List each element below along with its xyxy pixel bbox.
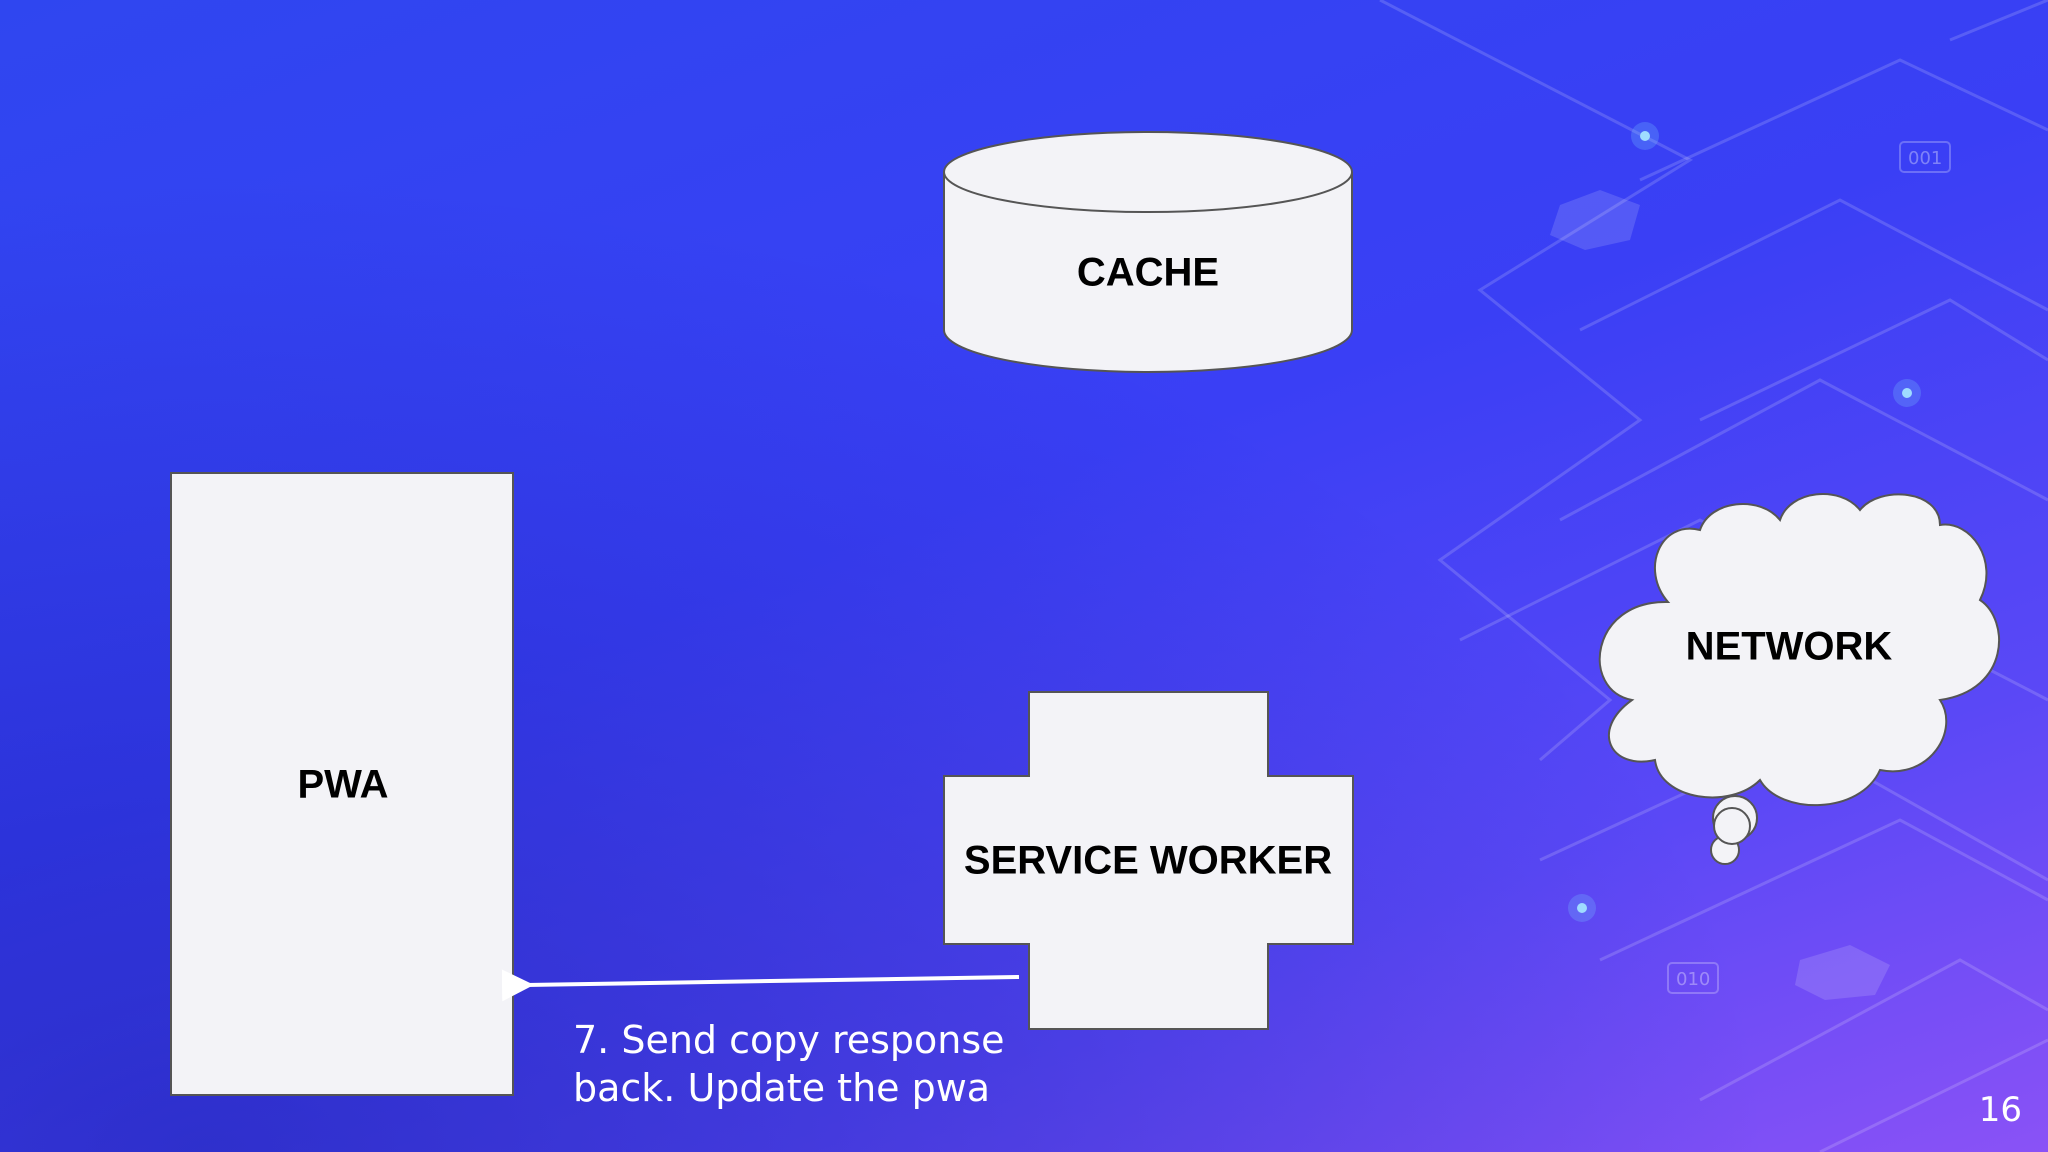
network-label: NETWORK — [1685, 624, 1893, 669]
edge-label-line-1: 7. Send copy response — [573, 1018, 1005, 1062]
cache-label: CACHE — [1076, 250, 1220, 295]
decor-badge-010: 010 — [1676, 969, 1710, 990]
service-worker-shape — [943, 691, 1354, 1030]
edge-label-line-2: back. Update the pwa — [573, 1066, 991, 1110]
network-cloud — [1598, 493, 2000, 865]
page-number: 16 — [1978, 1090, 2022, 1130]
pwa-label: PWA — [297, 762, 389, 807]
cache-cylinder — [943, 131, 1353, 373]
decor-badge-001: 001 — [1908, 148, 1942, 169]
pwa-box — [170, 472, 514, 1096]
service-worker-label: SERVICE WORKER — [963, 838, 1333, 883]
edge-label: 7. Send copy response back. Update the p… — [573, 1016, 1005, 1112]
arrow-sw-to-pwa — [501, 969, 1020, 1002]
